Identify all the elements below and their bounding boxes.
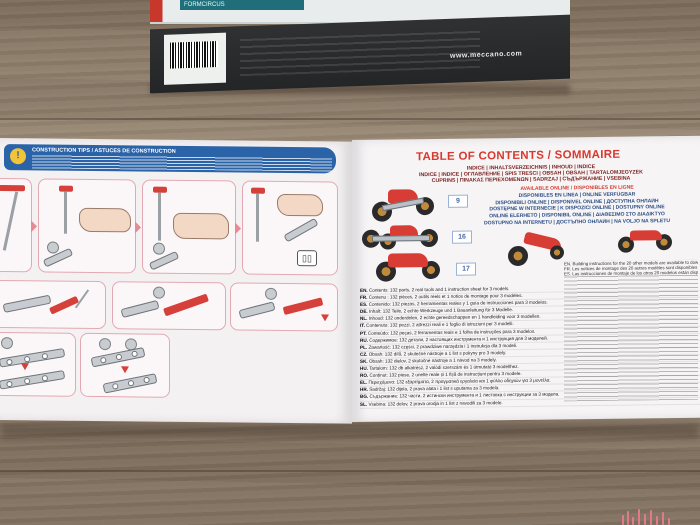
- nut-icon: [99, 338, 111, 351]
- arrow-down-icon: [321, 314, 329, 322]
- arrow-right-icon: [135, 221, 141, 234]
- nut-icon: [1, 337, 13, 350]
- box-top-label: FORMCIRCUS: [180, 0, 304, 10]
- nut-icon: [153, 242, 165, 255]
- arrow-right-icon: [235, 222, 241, 235]
- wrench-shaft: [64, 191, 67, 234]
- model-racer: [618, 226, 676, 257]
- toc-translations: INDICE | INHALTSVERZEICHNIS | INHOUD | I…: [416, 163, 646, 184]
- box-fine-print: [240, 27, 480, 77]
- box-url: www.meccano.com: [450, 50, 523, 60]
- construction-tips-subtitles: [32, 154, 332, 172]
- nut-icon: [47, 241, 59, 254]
- online-instructions-note: EN. Building instructions for the 20 oth…: [564, 259, 698, 277]
- bolt-check-icon: ▯▯: [297, 250, 317, 267]
- nut-icon: [153, 286, 165, 299]
- arrow-down-icon: [21, 363, 29, 371]
- hand-illustration: [173, 212, 229, 240]
- booklet-shadow: [0, 424, 700, 438]
- lightbulb-icon: !: [10, 148, 26, 165]
- spanner-icon: [282, 297, 324, 316]
- metal-strip: [283, 217, 319, 243]
- metal-strip: [0, 348, 66, 368]
- spanner-icon: [163, 293, 209, 317]
- contents-by-language: EN. Contents: 132 parts, 2 real tools an…: [360, 283, 700, 409]
- model-buggy: [374, 249, 444, 286]
- box-shadow: [150, 84, 570, 94]
- box-side-panel: www.meccano.com: [150, 14, 570, 94]
- page-number-badge: 9: [448, 194, 468, 208]
- model-quad: [362, 221, 442, 252]
- pink-fabric-fringe: [618, 505, 678, 525]
- tip-panel-5: [0, 279, 106, 330]
- metal-strip: [90, 346, 146, 368]
- screwdriver-handle: [0, 184, 25, 192]
- plank-seam: [0, 118, 700, 120]
- metal-strip: [0, 370, 66, 390]
- tip-panel-1: [0, 177, 32, 273]
- booklet-left-page: ! CONSTRUCTION TIPS / ASTUCES DE CONSTRU…: [0, 138, 352, 424]
- arrow-right-icon: [31, 220, 37, 233]
- metal-strip: [238, 301, 276, 320]
- page-number-badge: 17: [456, 262, 476, 276]
- metal-strip: [2, 294, 52, 313]
- plank-seam: [0, 470, 700, 472]
- tip-panel-2: [38, 178, 136, 274]
- hand-illustration: [277, 193, 323, 217]
- tip-panel-7: [230, 282, 338, 332]
- tip-panel-6: [112, 281, 226, 331]
- screwdriver-shaft: [2, 191, 19, 251]
- metal-strip: [102, 373, 158, 394]
- tip-panel-3: [142, 179, 236, 275]
- tip-panel-4: ▯▯: [242, 180, 338, 276]
- wrench-shaft: [158, 192, 161, 241]
- wrench-shaft: [256, 193, 259, 242]
- booklet-right-page: TABLE OF CONTENTS / SOMMAIRE INDICE | IN…: [352, 135, 700, 422]
- model-motorbike: [368, 179, 438, 224]
- table-of-contents-title: TABLE OF CONTENTS / SOMMAIRE: [416, 148, 621, 164]
- tip-panel-8: [0, 331, 76, 397]
- model-dragster: [506, 229, 568, 268]
- barcode: [170, 40, 218, 69]
- spanner-icon: [48, 295, 80, 315]
- construction-tips-banner: ! CONSTRUCTION TIPS / ASTUCES DE CONSTRU…: [4, 144, 336, 174]
- metal-strip: [148, 250, 180, 271]
- tip-panel-9: [80, 332, 170, 398]
- hand-illustration: [79, 207, 131, 233]
- page-number-badge: 16: [452, 230, 472, 244]
- available-online-block: AVAILABLE ONLINE / DISPONIBLES EN LIGNE …: [472, 184, 682, 227]
- metal-strip: [120, 299, 160, 319]
- barcode-panel: [164, 32, 226, 85]
- nut-icon: [265, 287, 277, 300]
- arrow-down-icon: [121, 366, 129, 374]
- product-box: FORMCIRCUS www.meccano.com: [150, 0, 570, 94]
